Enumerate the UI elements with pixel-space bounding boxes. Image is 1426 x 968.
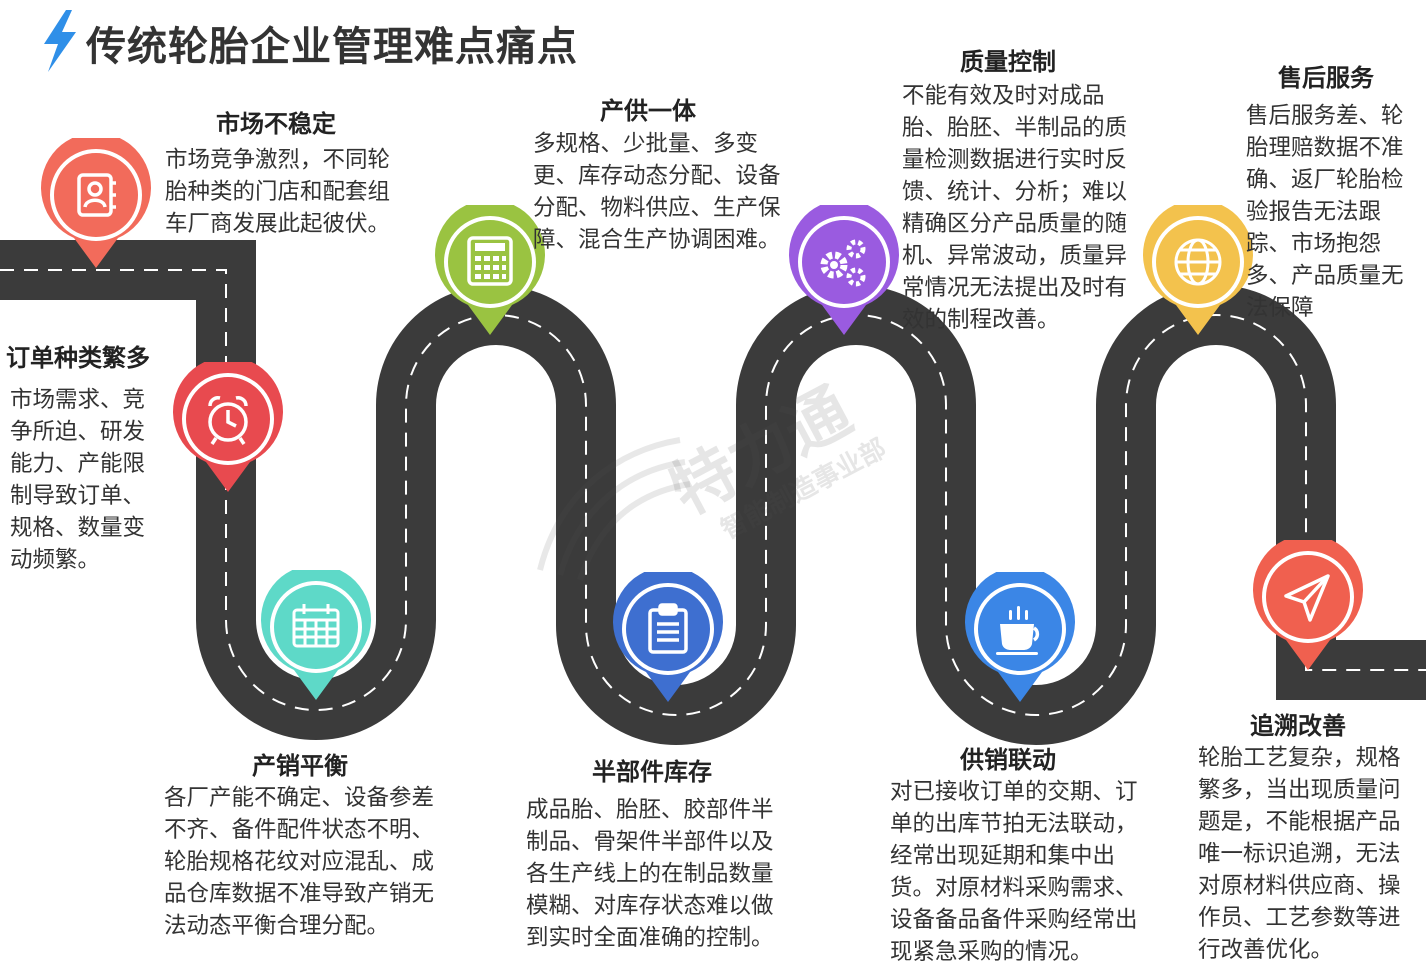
lightning-icon <box>44 10 76 72</box>
heading-linkage: 供销联动 <box>960 746 1056 774</box>
desc-line: 车厂商发展此起彼伏。 <box>165 211 391 237</box>
desc-line: 效的制程改善。 <box>902 307 1060 333</box>
desc-line: 馈、统计、分析；难以 <box>902 179 1128 205</box>
desc-line: 行改善优化。 <box>1198 937 1334 963</box>
pin-marker-market <box>41 138 151 268</box>
desc-line: 规格、数量变 <box>10 515 146 541</box>
desc-line: 唯一标识追溯，无法 <box>1198 841 1401 867</box>
desc-line: 现紧急采购的情况。 <box>890 939 1093 965</box>
desc-line: 市场需求、竞 <box>10 387 146 413</box>
desc-line: 胎种类的门店和配套组 <box>165 179 391 205</box>
desc-line: 制导致订单、 <box>10 483 146 509</box>
pin-marker-service <box>1143 205 1253 335</box>
pin-marker-quality <box>789 205 899 335</box>
desc-line: 市场竞争激烈，不同轮 <box>165 147 391 173</box>
desc-inventory: 成品胎、胎胚、胶部件半 制品、骨架件半部件以及 各生产线上的在制品数量 模糊、对… <box>526 794 806 954</box>
desc-line: 不能有效及时对成品 <box>902 83 1105 109</box>
heading-service: 售后服务 <box>1278 64 1374 92</box>
desc-line: 常情况无法提出及时有 <box>902 275 1128 301</box>
desc-line: 量检测数据进行实时反 <box>902 147 1128 173</box>
desc-line: 更、库存动态分配、设备 <box>533 163 781 189</box>
desc-line: 经常出现延期和集中出 <box>890 843 1116 869</box>
desc-line: 多、产品质量无 <box>1246 263 1404 289</box>
heading-integration: 产供一体 <box>600 97 696 125</box>
desc-line: 各生产线上的在制品数量 <box>526 861 774 887</box>
globe-icon <box>1174 238 1222 286</box>
page-title: 传统轮胎企业管理难点痛点 <box>86 24 578 70</box>
desc-line: 成品胎、胎胚、胶部件半 <box>526 797 774 823</box>
heading-orders: 订单种类繁多 <box>6 344 150 372</box>
alarm-clock-icon <box>208 396 248 445</box>
desc-line: 不齐、备件配件状态不明、 <box>164 817 435 843</box>
desc-line: 单的出库节拍无法联动， <box>890 811 1138 837</box>
desc-line: 模糊、对库存状态难以做 <box>526 893 774 919</box>
pin-marker-balance <box>261 570 371 700</box>
desc-line: 轮胎规格花纹对应混乱、成 <box>164 849 435 875</box>
desc-line: 作员、工艺参数等进 <box>1198 905 1401 931</box>
desc-line: 售后服务差、轮 <box>1246 103 1404 129</box>
desc-line: 确、返厂轮胎检 <box>1246 167 1404 193</box>
desc-orders: 市场需求、竞 争所迫、研发 能力、产能限 制导致订单、 规格、数量变 动频繁。 <box>10 384 170 576</box>
heading-balance: 产销平衡 <box>252 752 348 780</box>
desc-line: 争所迫、研发 <box>10 419 146 445</box>
desc-line: 到实时全面准确的控制。 <box>526 925 774 951</box>
desc-line: 分配、物料供应、生产保 <box>533 195 781 221</box>
desc-service: 售后服务差、轮 胎理赔数据不准 确、返厂轮胎检 验报告无法跟 踪、市场抱怨 多、… <box>1246 100 1426 324</box>
pin-marker-linkage <box>965 572 1075 702</box>
heading-quality: 质量控制 <box>960 48 1056 76</box>
desc-line: 踪、市场抱怨 <box>1246 231 1382 257</box>
desc-line: 品仓库数据不准导致产销无 <box>164 881 435 907</box>
desc-line: 能力、产能限 <box>10 451 146 477</box>
desc-line: 制品、骨架件半部件以及 <box>526 829 774 855</box>
desc-line: 繁多，当出现质量问 <box>1198 777 1401 803</box>
desc-line: 对已接收订单的交期、订 <box>890 779 1138 805</box>
desc-quality: 不能有效及时对成品 胎、胎胚、半制品的质 量检测数据进行实时反 馈、统计、分析；… <box>902 80 1162 336</box>
pin-marker-orders <box>173 362 283 492</box>
desc-line: 对原材料供应商、操 <box>1198 873 1401 899</box>
desc-line: 动频繁。 <box>10 547 101 573</box>
heading-market: 市场不稳定 <box>216 110 336 138</box>
desc-market: 市场竞争激烈，不同轮 胎种类的门店和配套组 车厂商发展此起彼伏。 <box>165 144 425 240</box>
desc-line: 法保障 <box>1246 295 1314 321</box>
pin-marker-integration <box>435 205 545 335</box>
desc-line: 多规格、少批量、多变 <box>533 131 759 157</box>
clipboard-icon <box>648 603 688 654</box>
contact-book-icon <box>77 173 116 217</box>
desc-line: 胎、胎胚、半制品的质 <box>902 115 1128 141</box>
desc-line: 题是，不能根据产品 <box>1198 809 1401 835</box>
pin-marker-trace <box>1253 540 1363 670</box>
calendar-icon <box>292 604 340 648</box>
desc-trace: 轮胎工艺复杂，规格 繁多，当出现质量问 题是，不能根据产品 唯一标识追溯，无法 … <box>1198 742 1424 966</box>
desc-line: 胎理赔数据不准 <box>1246 135 1404 161</box>
desc-balance: 各厂产能不确定、设备参差 不齐、备件配件状态不明、 轮胎规格花纹对应混乱、成 品… <box>164 782 464 942</box>
desc-integration: 多规格、少批量、多变 更、库存动态分配、设备 分配、物料供应、生产保 障、混合生… <box>533 128 813 256</box>
desc-line: 验报告无法跟 <box>1246 199 1382 225</box>
desc-line: 货。对原材料采购需求、 <box>890 875 1138 901</box>
desc-line: 机、异常波动，质量异 <box>902 243 1128 269</box>
calculator-icon <box>467 236 513 286</box>
desc-line: 各厂产能不确定、设备参差 <box>164 785 435 811</box>
desc-line: 法动态平衡合理分配。 <box>164 913 390 939</box>
desc-line: 轮胎工艺复杂，规格 <box>1198 745 1401 771</box>
pin-marker-inventory <box>613 572 723 702</box>
coffee-cup-icon <box>996 606 1040 655</box>
desc-line: 设备备品备件采购经常出 <box>890 907 1138 933</box>
gears-icon <box>820 239 866 287</box>
desc-linkage: 对已接收订单的交期、订 单的出库节拍无法联动， 经常出现延期和集中出 货。对原材… <box>890 776 1170 968</box>
paper-plane-icon <box>1284 574 1330 622</box>
heading-inventory: 半部件库存 <box>592 758 712 786</box>
heading-trace: 追溯改善 <box>1250 712 1346 740</box>
desc-line: 障、混合生产协调困难。 <box>533 227 781 253</box>
desc-line: 精确区分产品质量的随 <box>902 211 1128 237</box>
